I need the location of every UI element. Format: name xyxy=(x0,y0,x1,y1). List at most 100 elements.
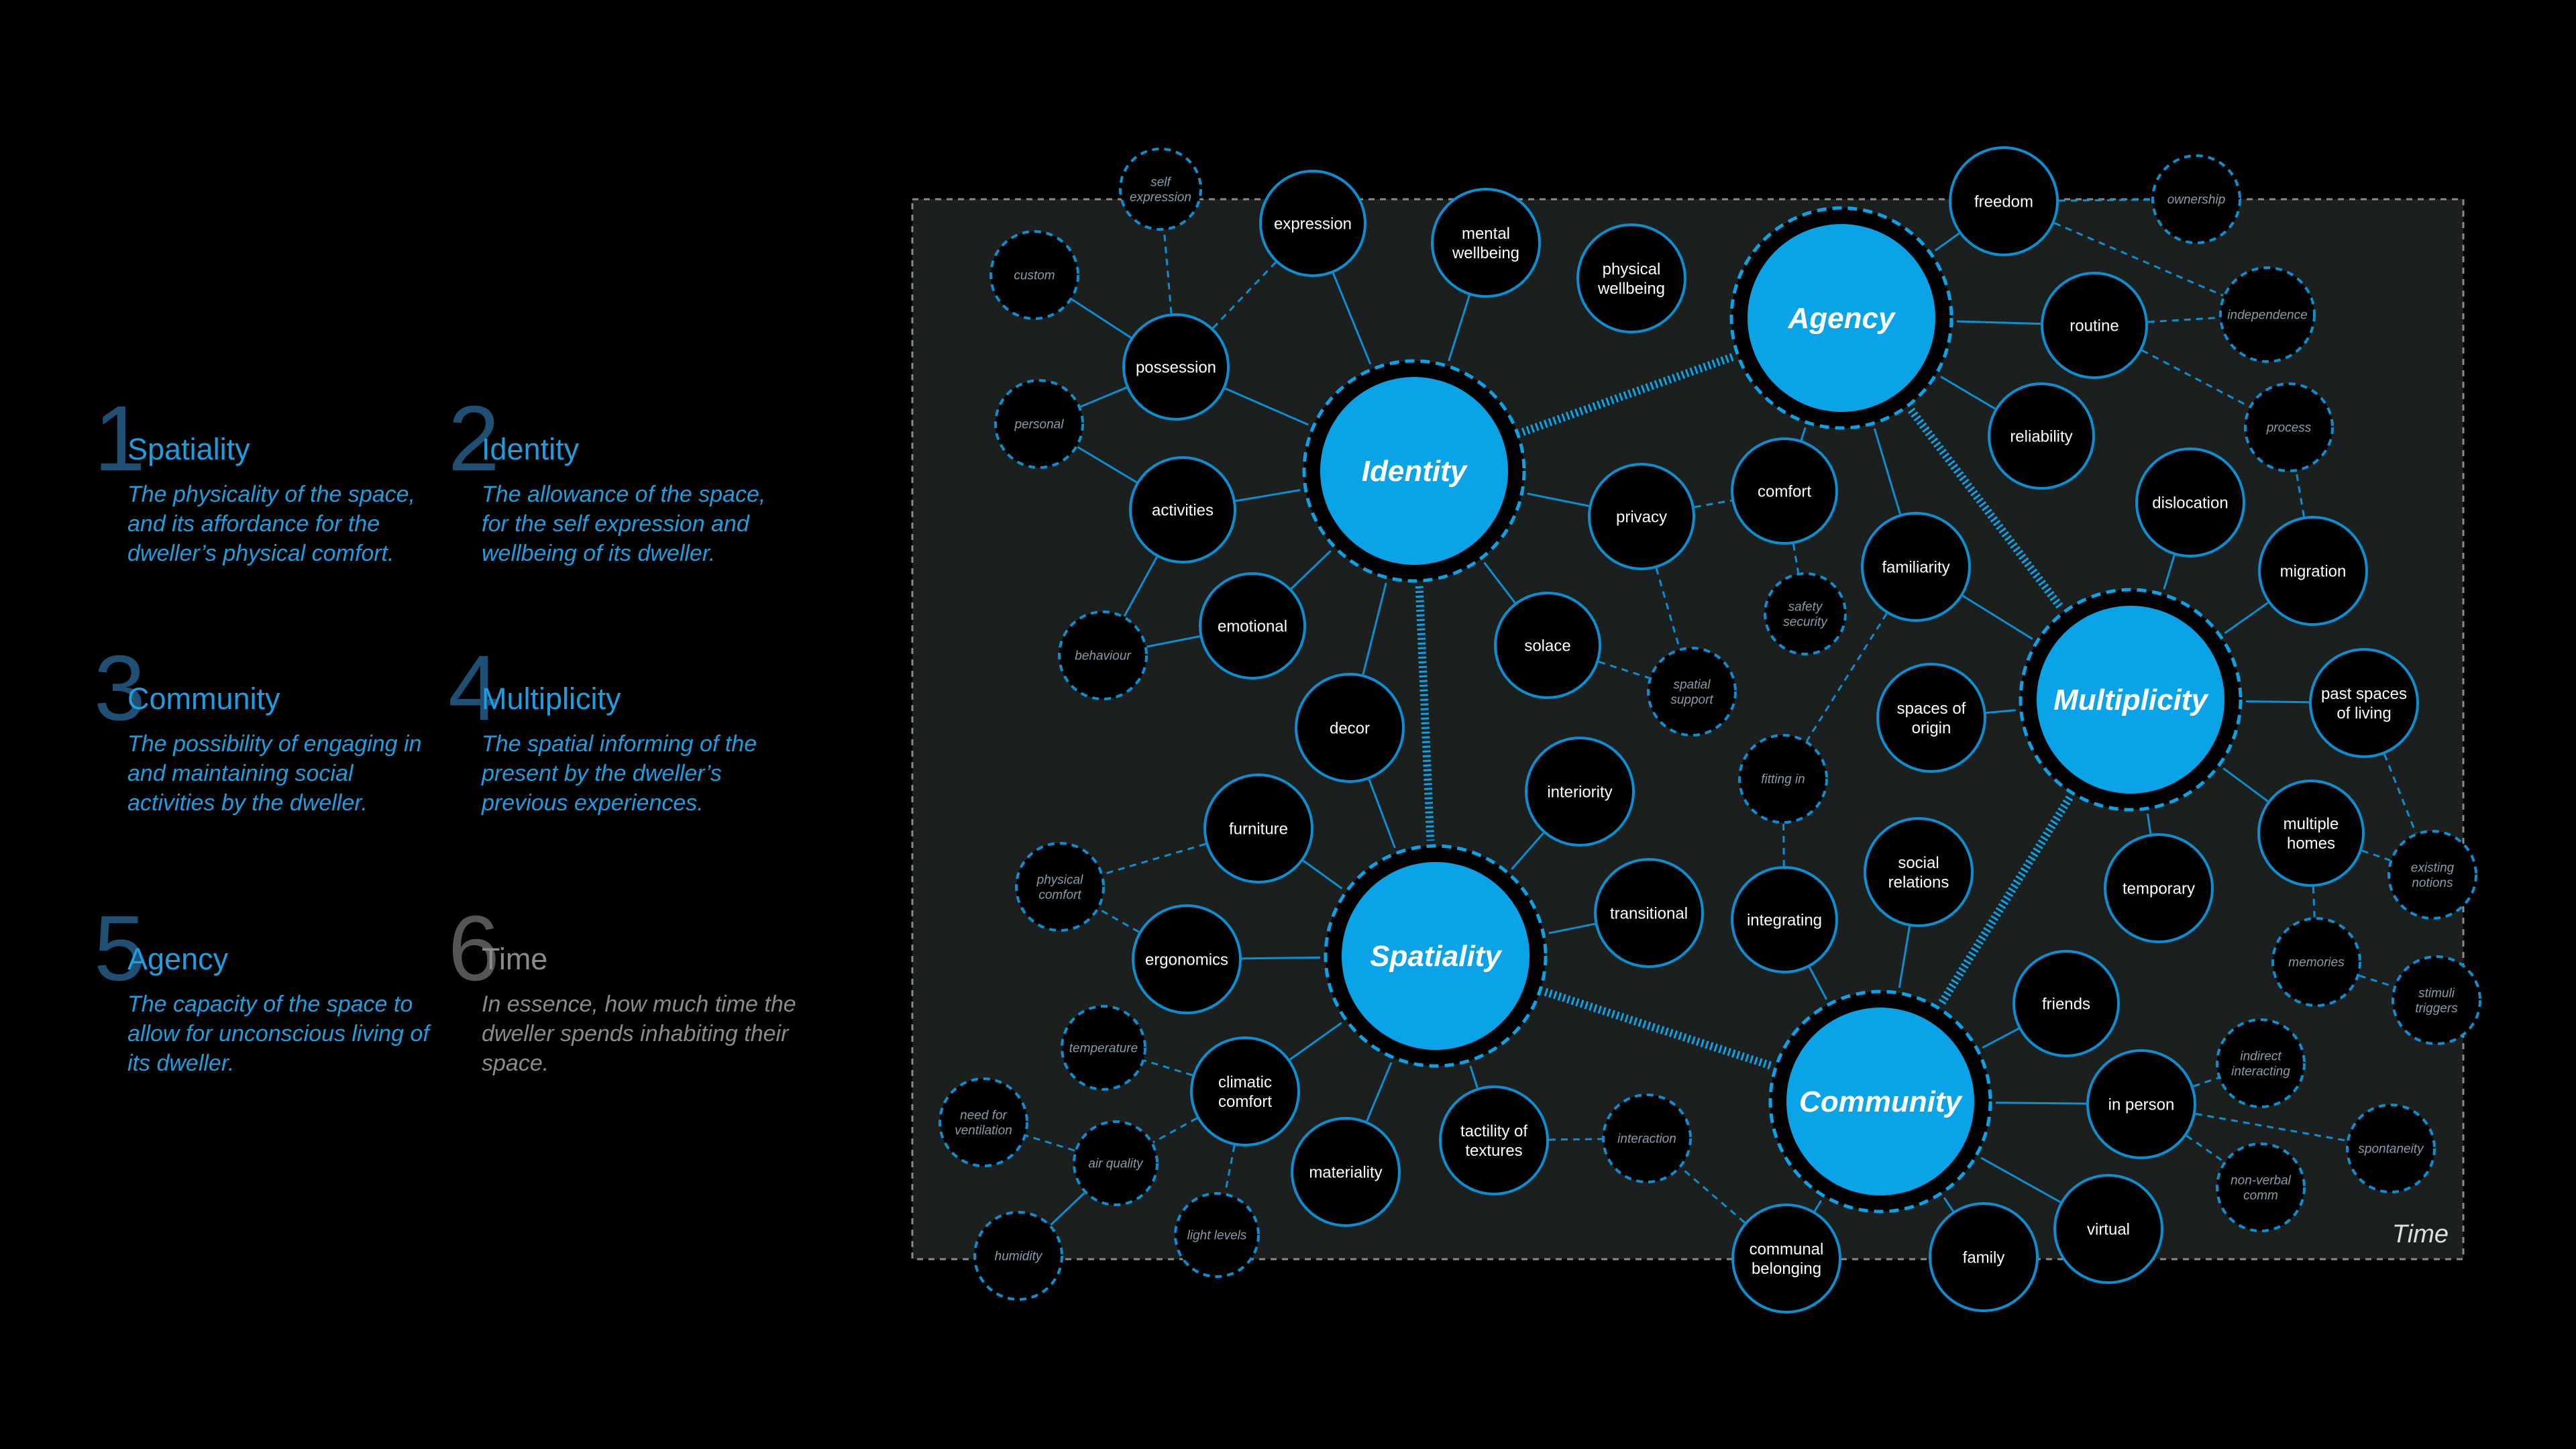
node-humidity: humidity xyxy=(973,1211,1063,1301)
node-circle xyxy=(1199,572,1306,680)
node-label: solace xyxy=(1524,637,1570,655)
legend-panel: 1 Spatiality The physicality of the spac… xyxy=(0,0,872,1449)
link-multiple_homes-memories xyxy=(2312,886,2316,918)
node-circle xyxy=(1132,904,1242,1014)
link-climatic_comfort-air_quality xyxy=(1152,1117,1198,1144)
node-label: memories xyxy=(2288,956,2345,970)
node-circle xyxy=(1731,437,1838,545)
link-migration-process xyxy=(2295,471,2305,517)
node-temperature: temperature xyxy=(1061,1005,1146,1091)
node-circle xyxy=(994,379,1084,469)
link-multiple_homes-existing_notions xyxy=(2361,849,2391,861)
hub-link-multiplicity-community xyxy=(1937,795,2074,1006)
link-privacy-identity xyxy=(1527,492,1589,507)
hub-agency: Agency xyxy=(1729,206,1953,430)
link-virtual-community xyxy=(1980,1157,2061,1203)
node-label: process xyxy=(2266,421,2312,435)
node-materiality: materiality xyxy=(1291,1117,1401,1227)
link-activities-behaviour xyxy=(1123,556,1158,616)
hub-circle xyxy=(1320,377,1508,565)
node-familiarity: familiarity xyxy=(1861,512,1971,622)
node-label: interiority xyxy=(1547,783,1612,801)
link-familiarity-multiplicity xyxy=(1962,594,2033,640)
legend-title: Spatiality xyxy=(127,432,250,466)
link-past_spaces-existing_notions xyxy=(2383,753,2417,834)
legend-number: 5 xyxy=(94,897,146,1000)
node-circle xyxy=(1295,673,1405,783)
node-friends: friends xyxy=(2012,950,2120,1057)
link-ergonomics-spatiality xyxy=(1241,956,1321,960)
node-circle xyxy=(1764,572,1847,655)
link-climatic_comfort-light_levels xyxy=(1224,1145,1236,1193)
link-familiarity-agency xyxy=(1873,428,1901,515)
node-expression: expression xyxy=(1259,170,1366,277)
legend-number: 2 xyxy=(448,387,500,490)
node-circle xyxy=(2387,830,2477,920)
link-possession-custom xyxy=(1071,299,1132,339)
node-interaction: interaction xyxy=(1602,1093,1692,1183)
hub-label: Multiplicity xyxy=(2053,684,2209,716)
hub-spatiality: Spatiality xyxy=(1324,844,1548,1068)
node-circle xyxy=(2309,648,2419,758)
node-label: humidity xyxy=(995,1250,1043,1264)
link-solace-spatial_support xyxy=(1598,661,1650,679)
node-label: family xyxy=(1963,1248,2005,1267)
link-past_spaces-multiplicity xyxy=(2245,700,2310,704)
legend-description: The spatial informing of the present by … xyxy=(482,731,757,816)
node-dislocation: dislocation xyxy=(2135,447,2245,557)
node-label: freedom xyxy=(1974,193,2033,211)
hub-community: Community xyxy=(1768,989,1992,1214)
node-label: spontaneity xyxy=(2358,1142,2424,1157)
links-layer xyxy=(1026,199,2417,1226)
node-circle xyxy=(1129,456,1236,564)
time-frame-label: Time xyxy=(2392,1220,2449,1248)
node-label: personal xyxy=(1014,418,1065,432)
node-privacy: privacy xyxy=(1588,463,1695,570)
node-migration: migration xyxy=(2258,516,2368,626)
node-label: light levels xyxy=(1187,1229,1247,1243)
legend-description: The possibility of engaging in and maint… xyxy=(127,731,422,816)
link-air_quality-humidity xyxy=(1050,1192,1085,1226)
link-possession-personal xyxy=(1080,386,1127,408)
link-possession-self_expression xyxy=(1163,230,1173,314)
node-ownership: ownership xyxy=(2151,154,2241,244)
node-label: in person xyxy=(2108,1095,2175,1114)
link-comfort-safety_security xyxy=(1792,543,1800,574)
node-circle xyxy=(2216,1018,2306,1108)
node-circle xyxy=(1647,647,1737,737)
node-personal: personal xyxy=(994,379,1084,469)
link-comfort-agency xyxy=(1800,427,1807,441)
node-reliability: reliability xyxy=(1988,382,2095,490)
hubs-layer: Identity AgencyMultiplicitySpatialityComm… xyxy=(1302,206,2243,1214)
hub-label: Identity xyxy=(1362,455,1468,488)
link-multiple_homes-multiplicity xyxy=(2222,767,2269,802)
node-label: materiality xyxy=(1309,1163,1382,1181)
link-freedom-ownership xyxy=(2058,199,2152,202)
link-interiority-spatiality xyxy=(1511,832,1545,870)
link-emotional-behaviour xyxy=(1146,635,1200,648)
node-activities: activities xyxy=(1129,456,1236,564)
node-label: custom xyxy=(1014,269,1055,283)
hub-circle xyxy=(1786,1008,1974,1195)
node-label: migration xyxy=(2280,562,2347,580)
node-behaviour: behaviour xyxy=(1058,610,1148,700)
link-in_person-indirect_interacting xyxy=(2193,1077,2219,1087)
node-solace: solace xyxy=(1494,592,1601,699)
link-privacy-comfort xyxy=(1694,499,1732,508)
node-label: possession xyxy=(1136,358,1216,376)
